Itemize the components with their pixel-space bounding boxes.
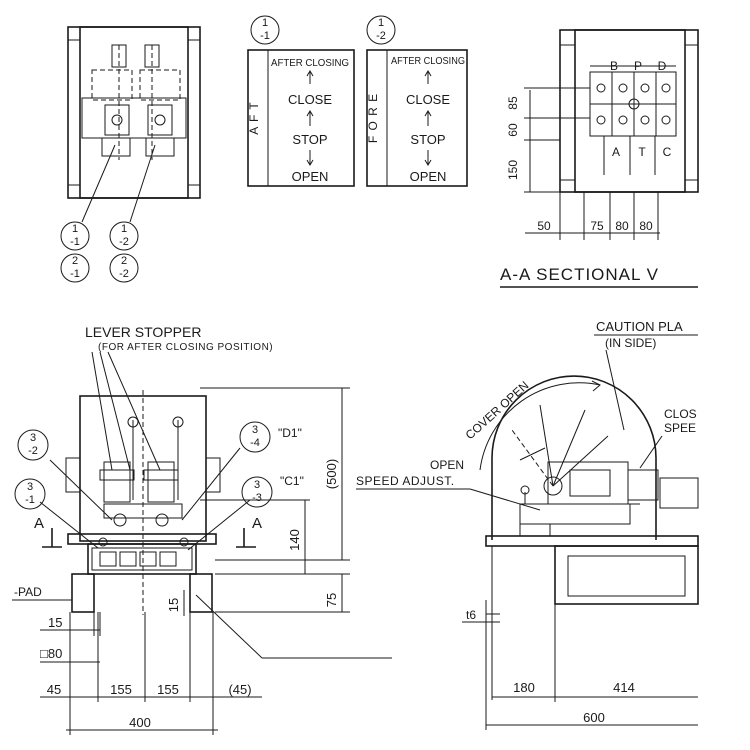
svg-text:1: 1 — [378, 17, 384, 29]
aft-open: OPEN — [292, 169, 329, 184]
fore-indicator-plate: F O R E AFTER CLOSING CLOSE STOP OPEN — [366, 49, 468, 187]
dim-400: 400 — [129, 715, 151, 730]
balloon-1-1: 1 -1 — [60, 221, 90, 251]
svg-text:-4: -4 — [250, 437, 260, 449]
dim-45-paren: (45) — [228, 682, 251, 697]
dim-600: 600 — [583, 710, 605, 725]
svg-text:-1: -1 — [70, 268, 80, 280]
dim-80a: 80 — [615, 219, 629, 233]
inside-label: (IN SIDE) — [605, 336, 656, 350]
balloon-2-1: 2 -1 — [60, 253, 90, 283]
pad-right — [189, 573, 213, 613]
port-b: B — [610, 59, 618, 73]
dim-414: 414 — [613, 680, 635, 695]
svg-text:-2: -2 — [119, 268, 129, 280]
aft-stop: STOP — [292, 132, 327, 147]
port-c: C — [663, 145, 672, 159]
caution-plate-label: CAUTION PLA — [596, 319, 683, 334]
svg-text:-2: -2 — [28, 445, 38, 457]
fore-open: OPEN — [410, 169, 447, 184]
plan-outer-frame — [67, 26, 201, 199]
label-d1: "D1" — [278, 426, 302, 440]
lever-stopper-label: LEVER STOPPER — [85, 324, 201, 340]
dim-500: (500) — [324, 459, 339, 489]
aft-after-closing: AFTER CLOSING — [271, 58, 349, 69]
port-t: T — [638, 145, 646, 159]
cover-open-label: COVER OPEN — [463, 378, 532, 442]
balloon-2-2: 2 -2 — [109, 253, 139, 283]
pad-left — [71, 573, 95, 613]
plan-inner-frame — [79, 26, 189, 199]
open-speed-label: OPEN — [430, 458, 464, 472]
svg-text:-1: -1 — [70, 236, 80, 248]
closing-speed-label-2: SPEE — [664, 421, 696, 435]
closing-speed-label: CLOS — [664, 407, 697, 421]
fore-label: F O R E — [366, 93, 380, 143]
dim-15-horz: 15 — [48, 615, 62, 630]
svg-text:-3: -3 — [252, 492, 262, 504]
open-speed-adjust-label: SPEED ADJUST. — [356, 474, 455, 488]
svg-text:3: 3 — [27, 481, 33, 493]
front-view-dimensions: (500) 140 75 15 -PAD 15 □80 — [12, 387, 392, 735]
dim-45: 45 — [47, 682, 61, 697]
dim-140: 140 — [287, 529, 302, 551]
fore-stop: STOP — [410, 132, 445, 147]
lever-stopper-note: (FOR AFTER CLOSING POSITION) — [98, 342, 273, 353]
balloon-3-3: 3 -3 — [241, 476, 273, 508]
port-a: A — [612, 145, 620, 159]
svg-text:-1: -1 — [25, 494, 35, 506]
dim-85: 85 — [506, 96, 520, 110]
section-a-left: A — [34, 515, 44, 532]
svg-text:3: 3 — [252, 424, 258, 436]
aft-close: CLOSE — [288, 92, 332, 107]
front-view: LEVER STOPPER (FOR AFTER CLOSING POSITIO… — [34, 324, 273, 615]
sectional-view: B P D A T C 150 60 85 50 75 80 80 A-A SE… — [500, 29, 699, 288]
pad-label: -PAD — [14, 585, 42, 599]
dim-180: 180 — [513, 680, 535, 695]
balloon-3-2: 3 -2 — [17, 429, 49, 461]
side-view: COVER OPEN CAUTION PLA (IN SIDE) CLOS SP… — [356, 319, 699, 730]
label-c1: "C1" — [280, 474, 304, 488]
dim-75: 75 — [324, 593, 339, 607]
balloon-3-4: 3 -4 — [239, 421, 271, 453]
svg-text:1: 1 — [121, 223, 127, 235]
dim-155a: 155 — [110, 682, 132, 697]
balloon-panel-1-1: 1 -1 — [250, 15, 280, 45]
section-a-right: A — [252, 515, 262, 532]
dim-75: 75 — [590, 219, 604, 233]
port-p: P — [634, 59, 642, 73]
svg-text:-2: -2 — [376, 30, 386, 42]
balloon-3-1: 3 -1 — [14, 478, 46, 510]
dim-15-vert: 15 — [166, 598, 181, 612]
dim-60: 60 — [506, 123, 520, 137]
svg-text:3: 3 — [30, 432, 36, 444]
aft-label: A F T — [247, 101, 261, 134]
top-plan-view — [67, 26, 201, 223]
svg-text:2: 2 — [121, 255, 127, 267]
svg-text:-1: -1 — [260, 30, 270, 42]
svg-text:2: 2 — [72, 255, 78, 267]
dim-155b: 155 — [157, 682, 179, 697]
balloon-1-2: 1 -2 — [109, 221, 139, 251]
balloon-panel-1-2: 1 -2 — [366, 15, 396, 45]
svg-text:1: 1 — [72, 223, 78, 235]
fore-close: CLOSE — [406, 92, 450, 107]
svg-text:3: 3 — [254, 479, 260, 491]
dim-t6: t6 — [466, 608, 476, 622]
dim-150: 150 — [506, 160, 520, 180]
fore-after-closing: AFTER CLOSING — [391, 56, 465, 67]
svg-text:-2: -2 — [119, 236, 129, 248]
svg-text:1: 1 — [262, 17, 268, 29]
dim-80b: 80 — [639, 219, 653, 233]
aft-indicator-plate: A F T AFTER CLOSING CLOSE STOP OPEN — [247, 49, 355, 187]
port-d: D — [658, 59, 667, 73]
dim-50: 50 — [537, 219, 551, 233]
cover-outline — [491, 375, 657, 540]
sectional-title: A-A SECTIONAL V — [500, 265, 659, 284]
dim-sq80: □80 — [40, 646, 62, 661]
